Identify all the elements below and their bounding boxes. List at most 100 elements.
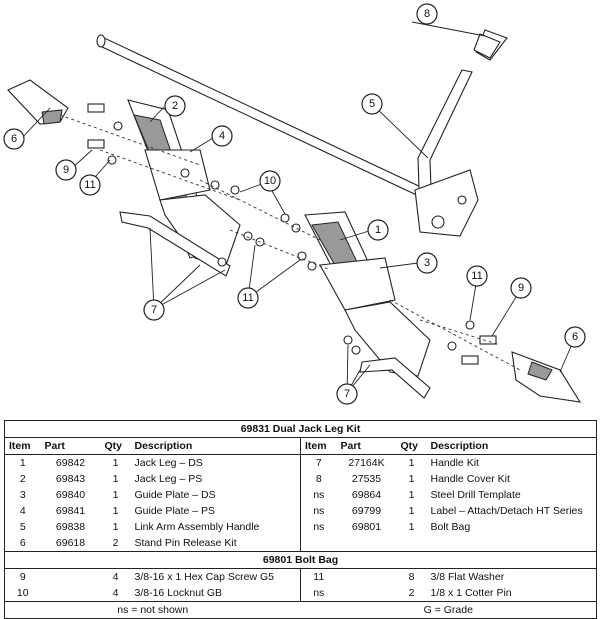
svg-text:7: 7 bbox=[151, 304, 157, 316]
callout-8: 8 bbox=[416, 3, 438, 25]
parts-table: 69831 Dual Jack Leg Kit Item Part Qty De… bbox=[4, 420, 598, 619]
guide-plate-ds-illustration bbox=[319, 257, 431, 377]
callout-1: 1 bbox=[367, 219, 389, 241]
guide-plate-ps-illustration bbox=[144, 149, 241, 269]
table-row: 3 69840 1 Guide Plate – DS ns 69864 1 St… bbox=[5, 487, 597, 503]
item-cell: 10 bbox=[16, 587, 29, 599]
qty-cell: 4 bbox=[112, 571, 119, 583]
callout-9-right: 9 bbox=[510, 277, 532, 299]
header-qty: Qty bbox=[396, 437, 427, 455]
part-cell: 69840 bbox=[55, 489, 86, 501]
callout-11-middle: 11 bbox=[237, 287, 259, 309]
callout-11-left: 11 bbox=[79, 174, 101, 196]
svg-text:8: 8 bbox=[424, 8, 430, 20]
svg-text:9: 9 bbox=[518, 282, 524, 294]
part-cell: 27535 bbox=[351, 473, 382, 485]
header-part: Part bbox=[40, 437, 101, 455]
callout-7-left: 7 bbox=[143, 299, 165, 321]
item-cell: 1 bbox=[19, 457, 26, 469]
svg-text:11: 11 bbox=[242, 292, 253, 304]
table-row: 4 69841 1 Guide Plate – PS ns 69799 1 La… bbox=[5, 503, 597, 519]
header-qty: Qty bbox=[100, 437, 131, 455]
svg-text:11: 11 bbox=[84, 179, 95, 191]
description-cell: Guide Plate – PS bbox=[134, 505, 216, 517]
part-cell: 27164K bbox=[348, 457, 385, 469]
part-cell: 69838 bbox=[55, 521, 86, 533]
svg-text:7: 7 bbox=[344, 388, 350, 400]
description-cell: Guide Plate – DS bbox=[134, 489, 216, 501]
item-cell: ns bbox=[300, 487, 337, 503]
part-cell: 69842 bbox=[55, 457, 86, 469]
handle-cover-illustration bbox=[473, 29, 508, 61]
description-cell: Link Arm Assembly Handle bbox=[134, 521, 260, 533]
qty-cell: 1 bbox=[408, 457, 415, 469]
description-cell: Handle Kit bbox=[430, 457, 479, 469]
item-cell: 2 bbox=[19, 473, 26, 485]
description-cell: Steel Drill Template bbox=[430, 489, 521, 501]
qty-cell: 1 bbox=[408, 505, 415, 517]
qty-cell: 2 bbox=[112, 537, 119, 549]
callout-5: 5 bbox=[361, 93, 383, 115]
part-cell bbox=[41, 569, 101, 586]
hardware-illustration bbox=[87, 103, 497, 365]
description-cell: 3/8-16 x 1 Hex Cap Screw G5 bbox=[134, 571, 274, 583]
item-cell: 7 bbox=[300, 454, 337, 471]
description-cell: Jack Leg – PS bbox=[134, 473, 203, 485]
item-cell: ns bbox=[300, 519, 337, 535]
item-cell: 6 bbox=[19, 537, 26, 549]
svg-text:4: 4 bbox=[219, 130, 225, 142]
callout-7-right: 7 bbox=[336, 383, 358, 405]
description-cell: Stand Pin Release Kit bbox=[134, 537, 237, 549]
footer-row: ns = not shown G = Grade bbox=[4, 601, 597, 619]
assembly-lines bbox=[59, 114, 521, 371]
description-cell: 3/8-16 Locknut GB bbox=[134, 587, 223, 599]
qty-cell: 1 bbox=[408, 521, 415, 533]
item-cell bbox=[300, 535, 337, 552]
bolt-bag-title: 69801 Bolt Bag bbox=[4, 551, 597, 569]
footer-note-grade: G = Grade bbox=[300, 601, 597, 619]
qty-cell bbox=[397, 535, 427, 552]
callout-2: 2 bbox=[164, 95, 186, 117]
item-cell: 4 bbox=[19, 505, 26, 517]
qty-cell: 1 bbox=[112, 473, 119, 485]
svg-text:9: 9 bbox=[63, 164, 69, 176]
link-arm-handle-illustration bbox=[414, 69, 479, 237]
svg-text:6: 6 bbox=[11, 133, 17, 145]
stand-pin-left-illustration bbox=[7, 79, 69, 125]
svg-text:6: 6 bbox=[572, 331, 578, 343]
part-cell bbox=[337, 585, 397, 602]
header-description: Description bbox=[426, 437, 597, 455]
svg-text:5: 5 bbox=[369, 98, 375, 110]
description-cell: Label – Attach/Detach HT Series bbox=[430, 505, 583, 517]
part-cell: 69843 bbox=[55, 473, 86, 485]
part-cell: 69801 bbox=[351, 521, 382, 533]
description-cell: 1/8 x 1 Cotter Pin bbox=[430, 587, 512, 599]
callout-6-right: 6 bbox=[564, 326, 586, 348]
item-cell: 9 bbox=[19, 571, 26, 583]
footer-note-ns: ns = not shown bbox=[4, 601, 301, 619]
qty-cell: 1 bbox=[112, 521, 119, 533]
part-cell bbox=[337, 569, 397, 586]
callout-10: 10 bbox=[259, 170, 281, 192]
qty-cell: 4 bbox=[112, 587, 119, 599]
svg-text:10: 10 bbox=[264, 175, 276, 187]
kit-title: 69831 Dual Jack Leg Kit bbox=[4, 420, 597, 438]
part-cell: 69799 bbox=[351, 505, 382, 517]
part-cell: 69841 bbox=[55, 505, 86, 517]
qty-cell: 2 bbox=[408, 587, 415, 599]
header-description: Description bbox=[130, 437, 301, 455]
item-cell: ns bbox=[300, 503, 337, 519]
description-cell: Handle Cover Kit bbox=[430, 473, 510, 485]
table-row: 5 69838 1 Link Arm Assembly Handle ns 69… bbox=[5, 519, 597, 535]
description-cell: 3/8 Flat Washer bbox=[430, 571, 505, 583]
item-cell: 8 bbox=[300, 471, 337, 487]
header-part: Part bbox=[336, 437, 397, 455]
qty-cell: 1 bbox=[112, 489, 119, 501]
item-cell: 11 bbox=[300, 568, 337, 585]
table-row: 1 69842 1 Jack Leg – DS 7 27164K 1 Handl… bbox=[5, 454, 597, 471]
table-row: 2 69843 1 Jack Leg – PS 8 27535 1 Handle… bbox=[5, 471, 597, 487]
bolt-bag-title-row: 69801 Bolt Bag bbox=[4, 551, 597, 569]
part-cell: 69618 bbox=[55, 537, 86, 549]
table-row: 9 4 3/8-16 x 1 Hex Cap Screw G5 11 8 3/8… bbox=[5, 568, 597, 586]
header-item: Item bbox=[4, 437, 41, 455]
